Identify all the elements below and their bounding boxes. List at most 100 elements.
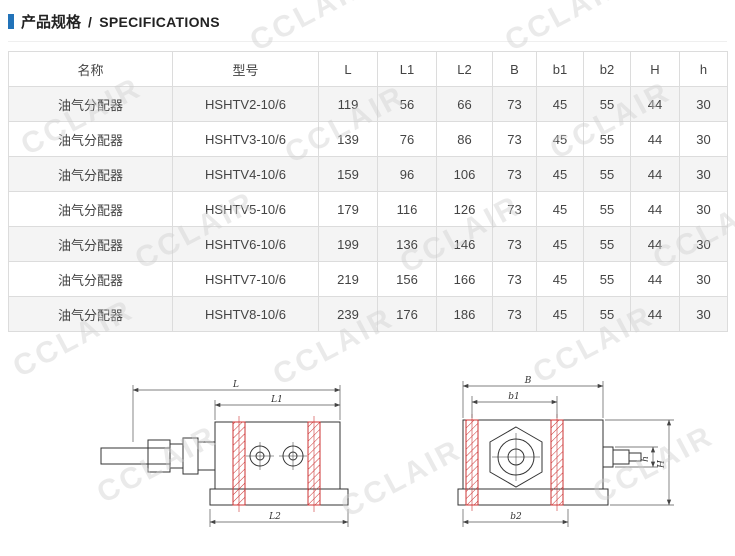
cell-model: HSHTV5-10/6	[172, 191, 319, 227]
column-header-name: 名称	[8, 51, 173, 87]
bolt-hole-hatching	[232, 416, 321, 512]
cell-dimension: 66	[436, 86, 493, 122]
column-header-L: L	[318, 51, 378, 87]
cell-model: HSHTV2-10/6	[172, 86, 319, 122]
cell-dimension: 45	[536, 86, 584, 122]
cell-product-name: 油气分配器	[8, 191, 173, 227]
cell-dimension: 55	[583, 121, 631, 157]
cell-dimension: 176	[377, 296, 437, 332]
port-centerlines	[246, 442, 307, 470]
cell-dimension: 45	[536, 226, 584, 262]
column-header-L2: L2	[436, 51, 493, 87]
cell-product-name: 油气分配器	[8, 261, 173, 297]
column-header-b2: b2	[583, 51, 631, 87]
column-header-model: 型号	[172, 51, 319, 87]
cell-dimension: 136	[377, 226, 437, 262]
cell-dimension: 73	[492, 261, 537, 297]
cell-dimension: 76	[377, 121, 437, 157]
cell-dimension: 55	[583, 296, 631, 332]
column-header-H: H	[630, 51, 680, 87]
cell-dimension: 73	[492, 296, 537, 332]
column-header-b1: b1	[536, 51, 584, 87]
accent-bar	[8, 14, 14, 29]
cell-dimension: 45	[536, 296, 584, 332]
column-header-B: B	[492, 51, 537, 87]
cell-dimension: 179	[318, 191, 378, 227]
cell-dimension: 45	[536, 191, 584, 227]
cell-dimension: 44	[630, 261, 680, 297]
cell-dimension: 44	[630, 121, 680, 157]
cell-product-name: 油气分配器	[8, 226, 173, 262]
table-header-row: 名称 型号 L L1 L2 B b1 b2 H h	[8, 51, 728, 87]
dim-label-B: B	[524, 376, 532, 386]
cell-dimension: 44	[630, 86, 680, 122]
cell-dimension: 30	[679, 121, 728, 157]
cell-dimension: 56	[377, 86, 437, 122]
cell-model: HSHTV7-10/6	[172, 261, 319, 297]
dim-label-h: h	[641, 456, 651, 462]
cell-dimension: 30	[679, 296, 728, 332]
cell-dimension: 44	[630, 296, 680, 332]
dim-label-L1: L1	[270, 395, 283, 405]
cell-dimension: 55	[583, 261, 631, 297]
cell-dimension: 199	[318, 226, 378, 262]
cell-dimension: 166	[436, 261, 493, 297]
cell-dimension: 159	[318, 156, 378, 192]
cell-dimension: 55	[583, 226, 631, 262]
cell-dimension: 156	[377, 261, 437, 297]
end-view-drawing: B b1 b2 h H	[457, 376, 674, 527]
hex-centerlines	[492, 433, 540, 481]
cell-dimension: 146	[436, 226, 493, 262]
cell-dimension: 44	[630, 191, 680, 227]
page-title-zh: 产品规格	[21, 14, 82, 31]
dimension-lines	[132, 385, 349, 527]
cell-model: HSHTV8-10/6	[172, 296, 319, 332]
technical-drawings: L L1 L2	[8, 376, 727, 548]
cell-model: HSHTV6-10/6	[172, 226, 319, 262]
cell-dimension: 44	[630, 226, 680, 262]
cell-dimension: 73	[492, 86, 537, 122]
cell-dimension: 73	[492, 156, 537, 192]
cell-dimension: 73	[492, 121, 537, 157]
cell-dimension: 45	[536, 261, 584, 297]
dim-label-L2: L2	[268, 512, 281, 522]
dim-label-H: H	[657, 460, 667, 469]
bolt-hole-hatching	[465, 414, 564, 511]
cell-dimension: 55	[583, 86, 631, 122]
cell-dimension: 239	[318, 296, 378, 332]
cell-dimension: 44	[630, 156, 680, 192]
end-view-outline	[457, 419, 642, 506]
cell-model: HSHTV4-10/6	[172, 156, 319, 192]
cell-dimension: 119	[318, 86, 378, 122]
side-view-drawing: L L1 L2	[100, 380, 349, 527]
cell-product-name: 油气分配器	[8, 121, 173, 157]
cell-product-name: 油气分配器	[8, 296, 173, 332]
cell-dimension: 106	[436, 156, 493, 192]
dimension-lines	[462, 381, 674, 527]
cell-dimension: 96	[377, 156, 437, 192]
dim-label-b1: b1	[508, 392, 520, 402]
cell-dimension: 45	[536, 156, 584, 192]
title-separator: /	[88, 13, 93, 30]
cell-dimension: 30	[679, 261, 728, 297]
cell-dimension: 126	[436, 191, 493, 227]
dim-label-L: L	[232, 380, 239, 390]
cell-dimension: 219	[318, 261, 378, 297]
cell-dimension: 186	[436, 296, 493, 332]
cell-dimension: 55	[583, 156, 631, 192]
cell-dimension: 73	[492, 191, 537, 227]
cell-dimension: 30	[679, 156, 728, 192]
cell-model: HSHTV3-10/6	[172, 121, 319, 157]
cell-dimension: 55	[583, 191, 631, 227]
cell-product-name: 油气分配器	[8, 156, 173, 192]
column-header-L1: L1	[377, 51, 437, 87]
cell-dimension: 116	[377, 191, 437, 227]
cell-dimension: 45	[536, 121, 584, 157]
